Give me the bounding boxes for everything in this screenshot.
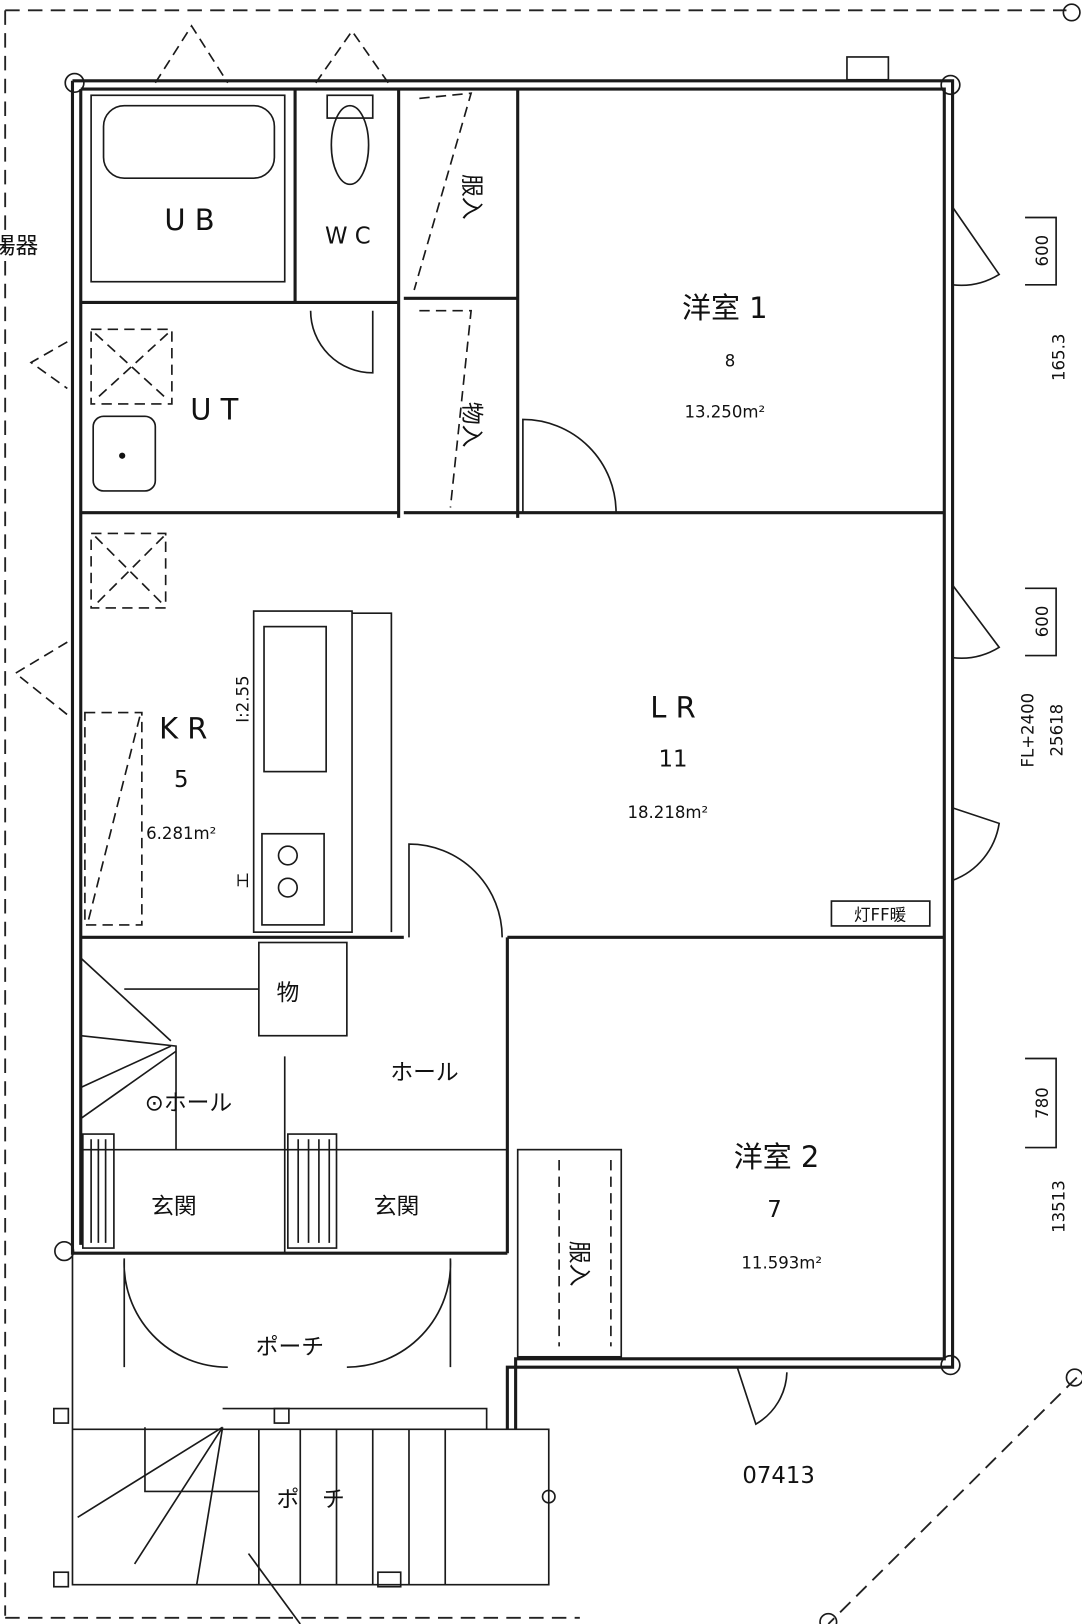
room-label-stair-hall: ⊙ホール [145,1090,232,1116]
room-label-closet2: 物入 [458,402,484,448]
kr-area: 6.281m² [146,824,216,843]
dim-780: 780 [1033,1087,1052,1119]
room-label-ut: U T [190,392,238,426]
room-label-porch: ポーチ [256,1335,324,1361]
room-label-bedroom2: 洋室 2 [734,1140,820,1174]
water-heater-label: 湯器 [0,234,39,260]
site-boundary [4,3,1082,1624]
kitchen-note: I:2.55 [233,675,252,722]
room-label-hall: ホール [390,1060,458,1086]
bedroom2-tatami: 7 [767,1197,781,1223]
bedroom1-area: 13.250m² [684,402,765,421]
room-label-closet3: 服入 [566,1241,592,1287]
lr-area: 18.218m² [628,803,709,822]
drawing-number: 07413 [742,1463,814,1489]
dim-165-3: 165.3 [1049,334,1068,381]
room-label-lr: L R [650,691,696,725]
dim-600-lower: 600 [1033,606,1052,638]
dimensions [1025,216,1057,1149]
room-label-ub: U B [164,203,214,237]
room-label-storage: 物 [276,980,299,1006]
equipment-label: 灯FF暖 [854,906,907,925]
bedroom1-tatami: 8 [725,352,736,371]
room-label-porch-lower: ポ チ [276,1487,344,1513]
room-label-closet1: 服入 [458,174,484,220]
kitchen-mark: エ [233,872,252,889]
room-label-kr: K R [159,711,207,745]
kr-tatami: 5 [174,767,188,793]
room-label-entrance-left: 玄関 [151,1194,197,1220]
interior-walls [53,89,945,1624]
room-label-bedroom1: 洋室 1 [682,291,768,325]
exterior-walls [54,56,961,1430]
lr-tatami: 11 [659,746,688,772]
bedroom2-area: 11.593m² [741,1254,822,1273]
dim-25618: 25618 [1047,704,1066,757]
equipment-box [830,900,931,927]
fl-height: FL+2400 [1018,693,1037,768]
room-label-entrance-right: 玄関 [374,1194,420,1220]
dim-13513: 13513 [1049,1180,1068,1233]
room-label-wc: W C [325,223,371,249]
doors [14,24,1001,1426]
dim-600-upper: 600 [1033,235,1052,267]
